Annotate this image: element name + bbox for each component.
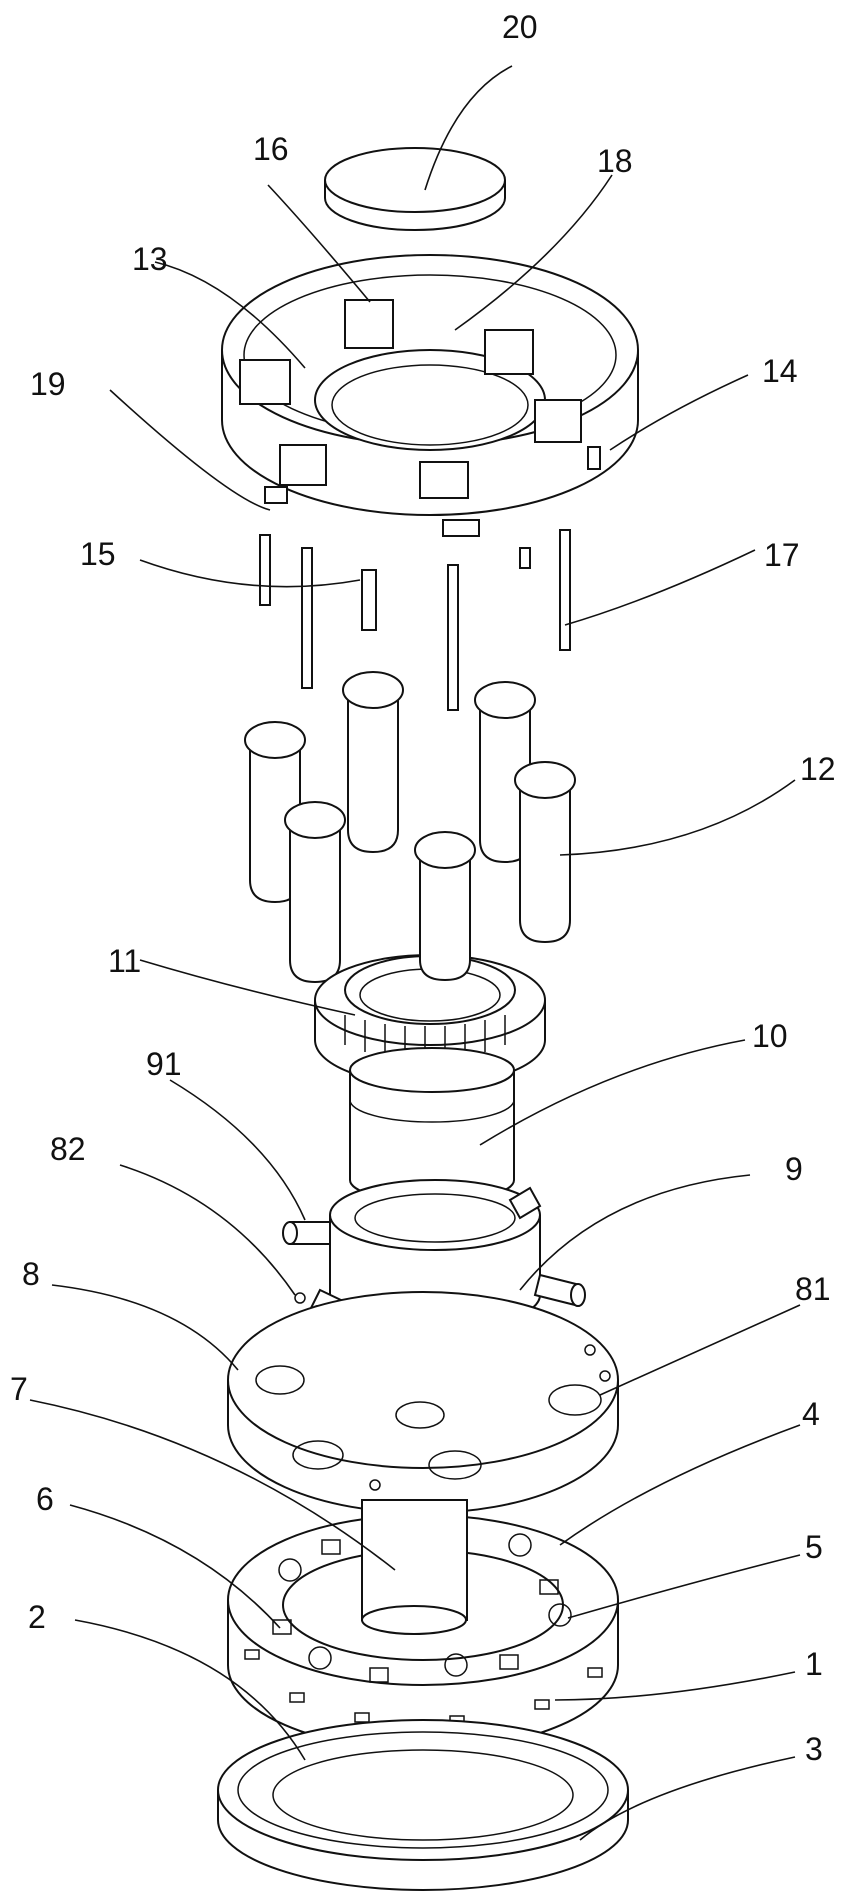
label-4: 4 bbox=[802, 1396, 820, 1432]
label-6: 6 bbox=[36, 1481, 54, 1517]
part-81-hole bbox=[548, 1384, 602, 1416]
part-15-17-rods bbox=[259, 529, 571, 711]
part-14-top-ring bbox=[221, 254, 639, 537]
label-13: 13 bbox=[132, 241, 168, 277]
label-17: 17 bbox=[764, 537, 800, 573]
part-19-window bbox=[264, 486, 288, 504]
part-20-lid bbox=[324, 147, 506, 231]
part-12-tubes bbox=[244, 671, 576, 984]
part-3-bottom-flange bbox=[217, 1719, 629, 1891]
label-8: 8 bbox=[22, 1256, 40, 1292]
label-1: 1 bbox=[805, 1646, 823, 1682]
label-9: 9 bbox=[785, 1151, 803, 1187]
label-18: 18 bbox=[597, 143, 633, 179]
part-10-sleeve bbox=[349, 1047, 515, 1203]
label-5: 5 bbox=[805, 1529, 823, 1565]
label-81: 81 bbox=[795, 1271, 831, 1307]
label-82: 82 bbox=[50, 1131, 86, 1167]
part-19-window bbox=[587, 446, 601, 470]
part-82-hole bbox=[294, 1292, 306, 1304]
label-2: 2 bbox=[28, 1599, 46, 1635]
part-11-gear-collar bbox=[314, 831, 546, 1086]
part-6-square bbox=[272, 1619, 292, 1635]
reference-numerals: 20 16 18 13 14 19 15 17 12 11 10 91 9 82… bbox=[10, 9, 836, 1767]
label-12: 12 bbox=[800, 751, 836, 787]
part-19-window bbox=[442, 519, 480, 537]
part-5-hole bbox=[278, 1558, 302, 1582]
label-3: 3 bbox=[805, 1731, 823, 1767]
part-7-shaft bbox=[361, 1499, 468, 1635]
label-19: 19 bbox=[30, 366, 66, 402]
label-15: 15 bbox=[80, 536, 116, 572]
label-11: 11 bbox=[108, 943, 141, 979]
label-91: 91 bbox=[146, 1046, 182, 1082]
label-7: 7 bbox=[10, 1371, 28, 1407]
part-8-plate bbox=[227, 1291, 619, 1514]
label-14: 14 bbox=[762, 353, 798, 389]
leader-lines bbox=[29, 65, 801, 1841]
label-16: 16 bbox=[253, 131, 289, 167]
label-20: 20 bbox=[502, 9, 538, 45]
label-10: 10 bbox=[752, 1018, 788, 1054]
